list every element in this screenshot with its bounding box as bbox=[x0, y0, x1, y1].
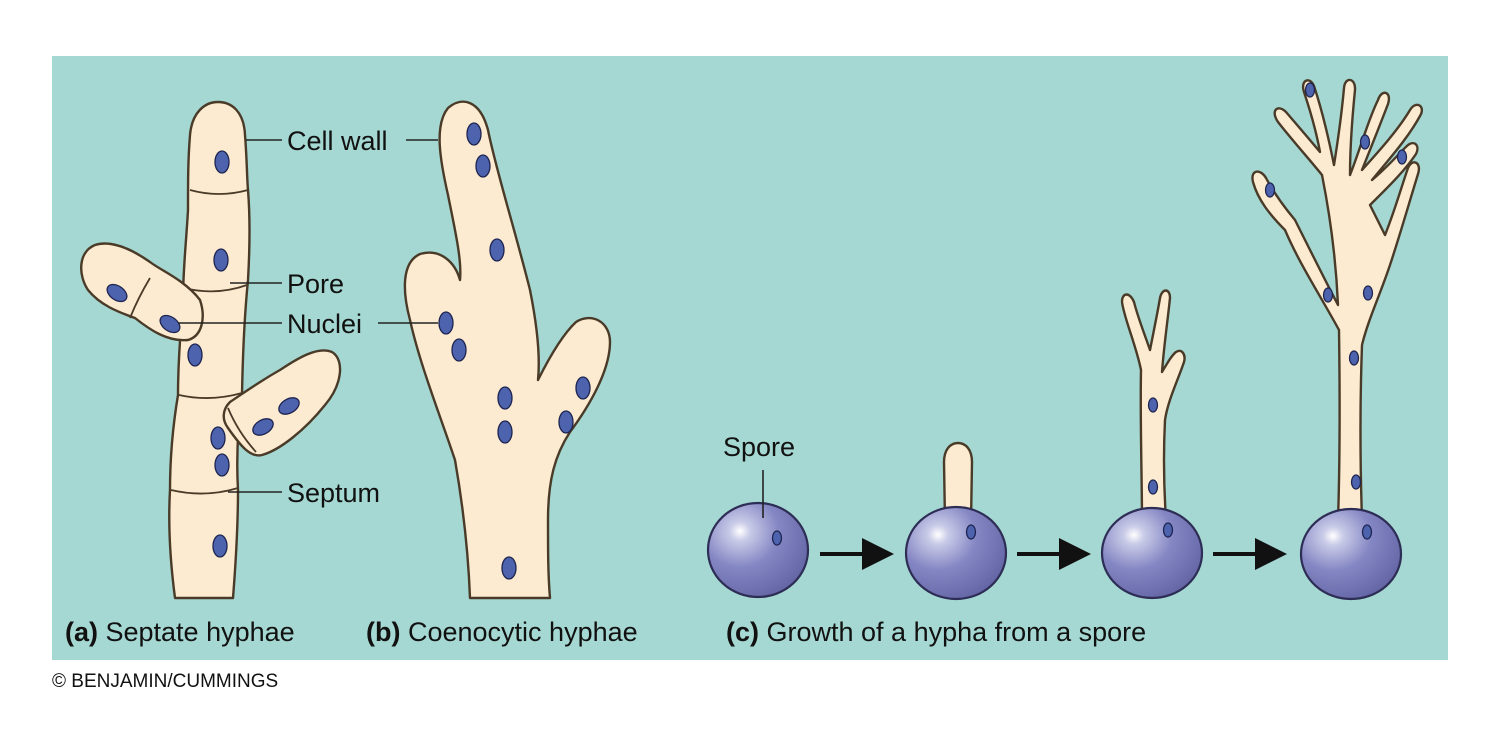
spore-stage-1 bbox=[706, 501, 810, 599]
spore bbox=[706, 501, 810, 599]
copyright-credit: © BENJAMIN/CUMMINGS bbox=[52, 671, 278, 692]
spore bbox=[904, 505, 1008, 601]
caption-c-letter: (c) bbox=[726, 617, 759, 647]
nucleus bbox=[451, 338, 467, 362]
nucleus bbox=[1361, 524, 1373, 540]
nucleus bbox=[1264, 182, 1276, 198]
nucleus bbox=[1362, 285, 1374, 301]
label-septum: Septum bbox=[287, 478, 380, 508]
nucleus bbox=[187, 343, 203, 367]
nucleus bbox=[213, 248, 229, 272]
germ-tube bbox=[942, 441, 974, 524]
septum-4 bbox=[170, 487, 239, 495]
spore-growth-sequence bbox=[706, 78, 1424, 601]
nucleus bbox=[497, 386, 513, 410]
nucleus bbox=[575, 376, 591, 400]
nucleus bbox=[489, 238, 505, 262]
spore bbox=[1100, 506, 1204, 600]
septum-branch-upper bbox=[129, 277, 151, 319]
nucleus bbox=[159, 314, 181, 334]
septum-3 bbox=[178, 392, 243, 399]
nucleus bbox=[1147, 397, 1159, 413]
nucleus bbox=[1147, 479, 1159, 495]
nucleus bbox=[466, 122, 482, 146]
nucleus bbox=[475, 154, 491, 178]
septate-hyphae-illustration bbox=[80, 100, 342, 600]
nucleus bbox=[1322, 287, 1334, 303]
caption-b: (b) Coenocytic hyphae bbox=[366, 617, 638, 647]
caption-b-letter: (b) bbox=[366, 617, 400, 647]
branched-hypha bbox=[1251, 78, 1424, 522]
nucleus bbox=[558, 410, 574, 434]
label-spore: Spore bbox=[723, 432, 795, 462]
nucleus bbox=[106, 283, 128, 303]
nucleus bbox=[1396, 149, 1408, 165]
nucleus bbox=[501, 556, 517, 580]
nucleus bbox=[214, 150, 230, 174]
spore bbox=[1299, 507, 1403, 601]
label-pore: Pore bbox=[287, 269, 344, 299]
caption-a-letter: (a) bbox=[65, 617, 98, 647]
nucleus bbox=[1348, 350, 1360, 366]
label-cell-wall: Cell wall bbox=[287, 126, 388, 156]
septum-branch-lower bbox=[227, 407, 257, 453]
nucleus bbox=[252, 418, 274, 436]
caption-b-text: Coenocytic hyphae bbox=[400, 617, 637, 647]
nucleus bbox=[1359, 134, 1371, 150]
spore-stage-2 bbox=[904, 441, 1008, 601]
spore-stage-4 bbox=[1251, 78, 1424, 601]
nucleus bbox=[278, 397, 300, 415]
label-nuclei: Nuclei bbox=[287, 309, 362, 339]
caption-a: (a) Septate hyphae bbox=[65, 617, 295, 647]
caption-c-text: Growth of a hypha from a spore bbox=[759, 617, 1146, 647]
nucleus bbox=[210, 426, 226, 450]
nucleus bbox=[1162, 522, 1174, 538]
nucleus bbox=[771, 530, 783, 546]
nucleus bbox=[438, 311, 454, 335]
septum-1 bbox=[189, 189, 249, 195]
spore-stage-3 bbox=[1100, 289, 1204, 600]
caption-a-text: Septate hyphae bbox=[98, 617, 295, 647]
caption-c: (c) Growth of a hypha from a spore bbox=[726, 617, 1146, 647]
nucleus bbox=[497, 420, 513, 444]
nucleus bbox=[1350, 474, 1362, 490]
nucleus bbox=[212, 534, 228, 558]
coenocytic-hypha bbox=[403, 100, 612, 600]
coenocytic-hyphae-illustration bbox=[403, 100, 612, 600]
nucleus bbox=[965, 524, 977, 540]
nucleus bbox=[214, 453, 230, 477]
nucleus bbox=[1304, 82, 1316, 98]
